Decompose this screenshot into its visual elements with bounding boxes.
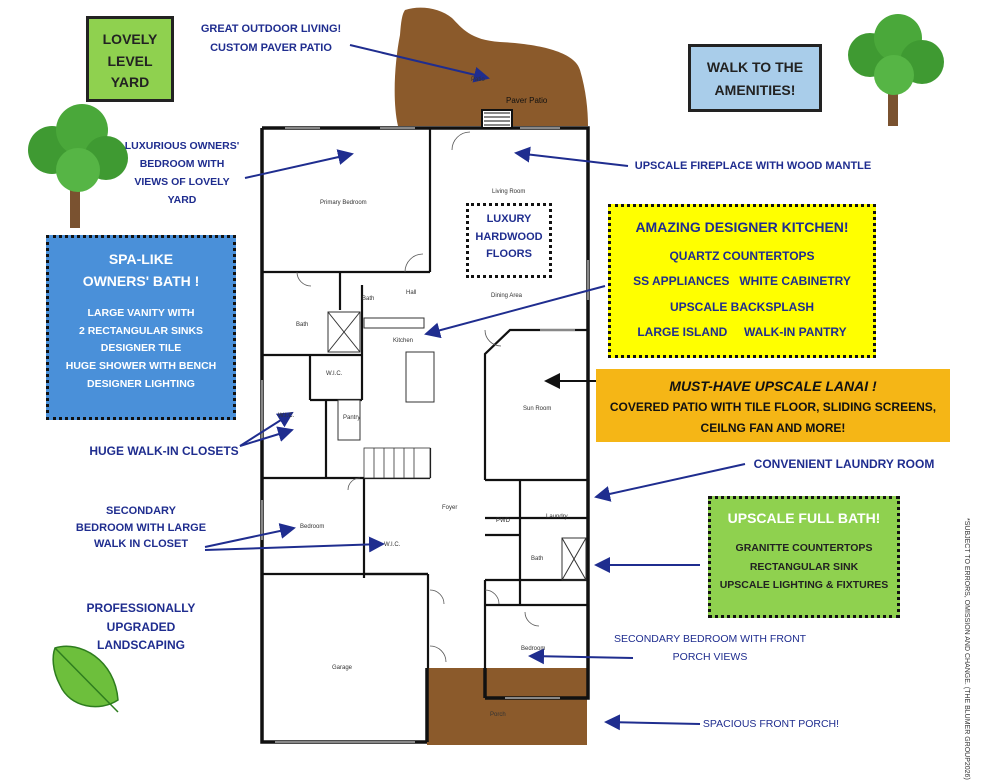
room-label-wic-1: W.I.C. xyxy=(326,371,343,377)
arrow xyxy=(604,714,701,731)
arrow xyxy=(514,146,629,167)
room-label-living-room: Living Room xyxy=(492,189,526,195)
amenities-box: WALK TO THE AMENITIES! xyxy=(688,44,822,112)
room-label-garage: Garage xyxy=(332,665,353,671)
porch-annotation: SPACIOUS FRONT PORCH! xyxy=(702,718,840,730)
fireplace-annotation: UPSCALE FIREPLACE WITH WOOD MANTLE xyxy=(634,160,872,172)
room-label-kitchen: Kitchen xyxy=(393,338,414,344)
room-label-sun-room: Sun Room xyxy=(523,406,552,412)
arrow xyxy=(594,463,746,502)
pantry-shelf xyxy=(337,399,361,441)
laundry-annotation: CONVENIENT LAUNDRY ROOM xyxy=(753,457,935,471)
full-bath-box: UPSCALE FULL BATH! GRANITTE COUNTERTOPS … xyxy=(708,496,900,618)
tree-icon xyxy=(28,104,128,228)
arrow xyxy=(204,536,385,553)
room-label-bath-top: Bath xyxy=(362,296,375,302)
outdoor-annotation: GREAT OUTDOOR LIVING! CUSTOM PAVER PATIO xyxy=(200,23,342,54)
room-label-bedroom-3: Bedroom xyxy=(521,646,546,652)
room-label-dining-area: Dining Area xyxy=(491,293,523,299)
room-label-patio: Patio xyxy=(471,77,485,83)
room-label-hall: Hall xyxy=(406,290,417,296)
room-label-paver-patio: Paver Patio xyxy=(506,96,548,105)
arrow xyxy=(424,285,606,339)
closets-annotation: HUGE WALK-IN CLOSETS xyxy=(89,444,239,458)
arrow xyxy=(349,44,490,83)
front-bedroom-annotation: SECONDARY BEDROOM WITH FRONT PORCH VIEWS xyxy=(613,633,807,664)
kitchen-box: AMAZING DESIGNER KITCHEN! QUARTZ COUNTER… xyxy=(608,204,876,358)
level-yard-box: LOVELY LEVEL YARD xyxy=(86,16,174,102)
porch-area xyxy=(427,668,587,745)
kitchen-counter xyxy=(363,317,425,329)
disclaimer-text: *SUBJECT TO ERRORS, OMISSION AND CHANGE.… xyxy=(963,518,970,780)
room-label-primary-bedroom: Primary Bedroom xyxy=(320,200,367,206)
arrow xyxy=(528,648,634,665)
room-label-laundry: Laundry xyxy=(546,514,568,520)
fireplace xyxy=(481,109,513,129)
leaf-icon xyxy=(52,645,119,713)
arrow xyxy=(239,426,294,447)
landscaping-annotation: PROFESSIONALLY UPGRADED LANDSCAPING xyxy=(86,601,196,653)
arrow xyxy=(204,523,296,548)
room-label-bedroom-2: Bedroom xyxy=(300,524,325,530)
room-label-bath-2: Bath xyxy=(531,556,544,562)
room-label-porch: Porch xyxy=(490,712,506,718)
kitchen-island xyxy=(405,351,435,403)
luxury-floors-box: LUXURY HARDWOOD FLOORS xyxy=(466,203,552,278)
tree-icon xyxy=(848,14,944,126)
room-label-wic-2: W.I.C. xyxy=(278,413,295,419)
secondary-bedroom-annotation: SECONDARY BEDROOM WITH LARGE WALK IN CLO… xyxy=(75,505,207,550)
room-label-pantry: Pantry xyxy=(343,415,361,421)
lanai-box: MUST-HAVE UPSCALE LANAI ! COVERED PATIO … xyxy=(596,369,950,442)
east-wall-lower xyxy=(485,480,590,700)
arrow xyxy=(244,149,354,179)
room-label-foyer: Foyer xyxy=(442,505,458,511)
room-label-wic-3: W.I.C. xyxy=(384,542,401,548)
patio-area xyxy=(394,7,588,126)
room-label-bath-owner: Bath xyxy=(296,322,309,328)
owners-bedroom-annotation: LUXURIOUS OWNERS' BEDROOM WITH VIEWS OF … xyxy=(124,140,240,206)
arrow xyxy=(239,411,294,447)
room-label-pwd: PWD xyxy=(496,518,510,524)
spa-bath-box: SPA-LIKE OWNERS' BATH ! LARGE VANITY WIT… xyxy=(46,235,236,420)
